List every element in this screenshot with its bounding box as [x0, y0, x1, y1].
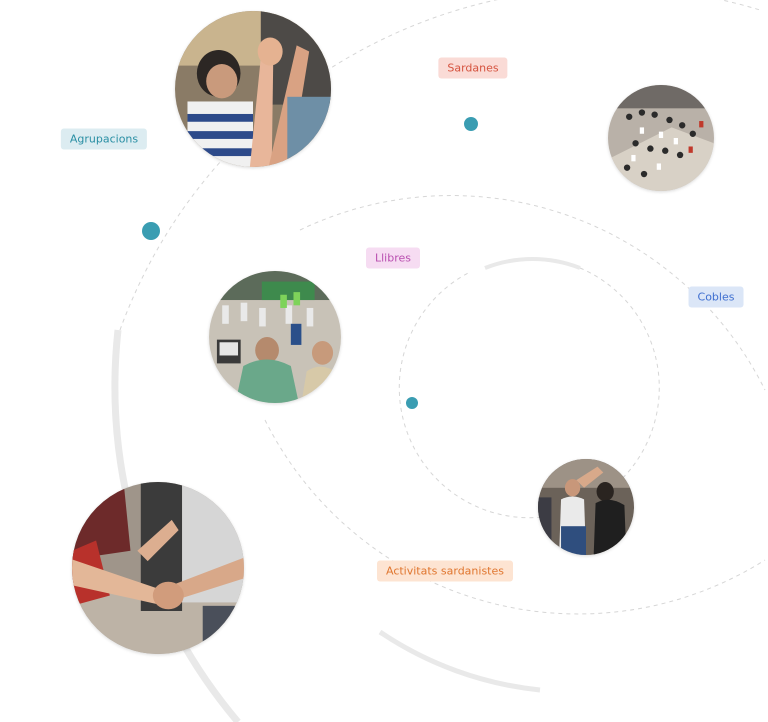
orbit-node-1 — [464, 117, 478, 131]
outer-orbit-dashed — [119, 0, 761, 331]
photo-plaza-dancers[interactable] — [209, 271, 341, 403]
tag-cobles[interactable]: Cobles — [688, 286, 744, 308]
photo-holding-hands[interactable] — [72, 482, 244, 654]
tag-llibres[interactable]: Llibres — [365, 247, 421, 269]
inner-orbit-arc — [484, 257, 581, 270]
photo-raised-hands[interactable] — [175, 11, 331, 167]
photo-aerial-dancers[interactable] — [608, 85, 714, 191]
middle-orbit-lower — [264, 419, 766, 615]
tag-activitats-sardanistes[interactable]: Activitats sardanistes — [376, 560, 514, 582]
tag-agrupacions[interactable]: Agrupacions — [60, 128, 148, 150]
tag-sardanes[interactable]: Sardanes — [438, 57, 508, 79]
photo-couple-dancing[interactable] — [538, 459, 634, 555]
middle-orbit-dashed — [299, 195, 766, 391]
middle-orbit-arc — [378, 629, 541, 693]
orbit-node-2 — [142, 222, 160, 240]
orbit-node-3 — [406, 397, 418, 409]
